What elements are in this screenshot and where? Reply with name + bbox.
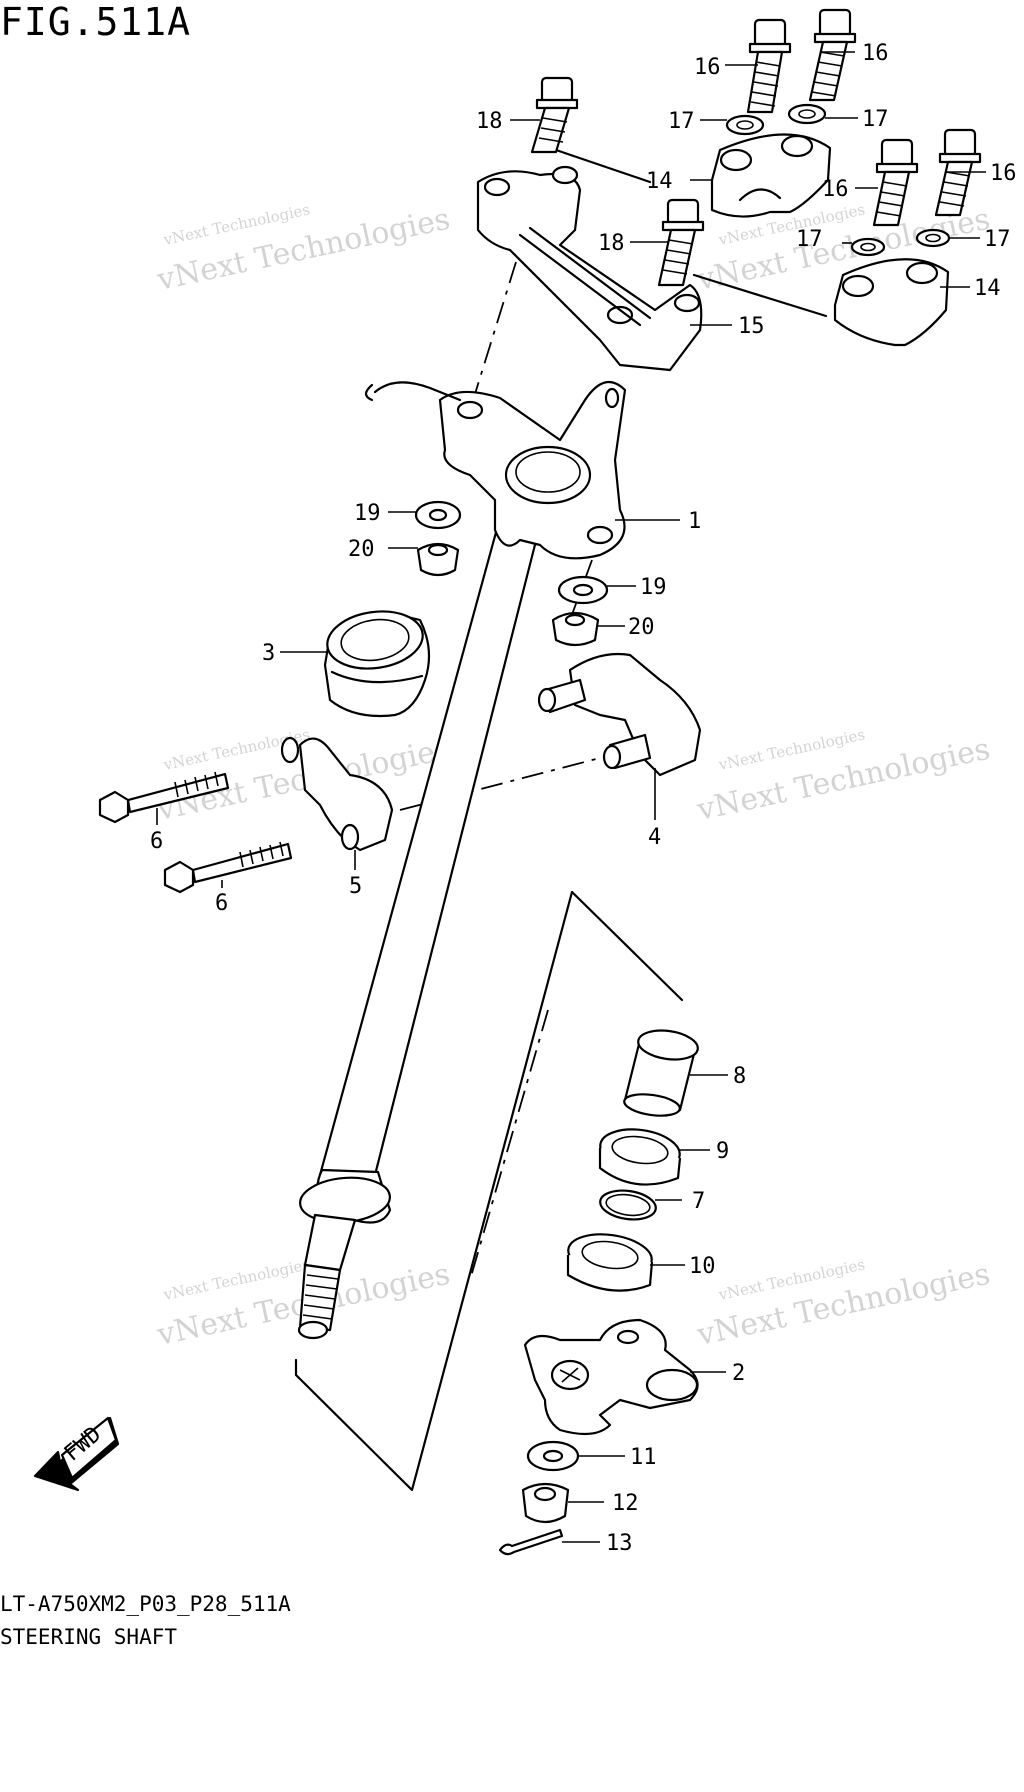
callout-16: 16 — [694, 55, 721, 80]
forward-direction-arrow: FWD — [33, 1416, 120, 1492]
callout-19: 19 — [354, 501, 381, 526]
callout-17: 17 — [862, 107, 889, 132]
model-code: LT-A750XM2_P03_P28_511A — [0, 1592, 291, 1616]
callout-3: 3 — [262, 641, 275, 666]
nut-12 — [521, 1482, 570, 1524]
watermark-group: vNext Technologies vNext Technologies vN… — [153, 200, 993, 1353]
callout-17: 17 — [668, 109, 695, 134]
bolt-18-b — [657, 198, 705, 287]
callout-6: 6 — [150, 829, 163, 854]
callout-8: 8 — [733, 1064, 746, 1089]
bolt-16-c — [872, 138, 919, 227]
callout-5: 5 — [349, 874, 362, 899]
bolt-6-a — [98, 771, 230, 824]
callout-11: 11 — [630, 1445, 657, 1470]
leader-lines — [156, 51, 986, 1543]
bolt-6-b — [163, 841, 293, 894]
callout-16: 16 — [990, 161, 1017, 186]
callout-18: 18 — [598, 231, 625, 256]
callout-17: 17 — [984, 227, 1011, 252]
handlebar-clamp-15 — [476, 165, 703, 372]
callout-19: 19 — [640, 575, 667, 600]
callout-15: 15 — [738, 314, 765, 339]
callout-9: 9 — [716, 1139, 729, 1164]
handlebar-holder-14-a — [710, 133, 832, 218]
seal-9 — [598, 1128, 682, 1186]
seal-10 — [566, 1233, 654, 1292]
callout-16: 16 — [862, 41, 889, 66]
callout-6: 6 — [215, 891, 228, 916]
bolt-18-a — [530, 76, 579, 154]
washer-19-b — [557, 575, 609, 605]
steering-arm-2 — [523, 1318, 699, 1436]
callout-1: 1 — [688, 509, 701, 534]
callout-16: 16 — [822, 177, 849, 202]
callout-10: 10 — [689, 1254, 716, 1279]
assembly-lines — [294, 148, 828, 1492]
bolt-16-d — [934, 128, 982, 217]
bushing-8 — [623, 1029, 699, 1117]
steering-shaft — [297, 523, 542, 1340]
steering-shaft-holder-5 — [280, 736, 394, 852]
steering-shaft-bushing-3 — [323, 610, 431, 718]
callout-labels: 16 16 16 16 17 17 17 17 18 18 14 14 15 1… — [150, 41, 1017, 1556]
nut-20-b — [551, 611, 600, 647]
callout-7: 7 — [692, 1189, 705, 1214]
bolt-16-b — [808, 8, 857, 102]
diagram-name: STEERING SHAFT — [0, 1625, 178, 1649]
washer-17 — [725, 103, 951, 257]
callout-20: 20 — [628, 615, 655, 640]
callout-13: 13 — [606, 1531, 633, 1556]
steering-shaft-upper-bracket-1 — [364, 380, 627, 560]
callout-2: 2 — [732, 1361, 745, 1386]
callout-4: 4 — [648, 825, 661, 850]
bolt-16-a — [746, 18, 792, 114]
callout-17: 17 — [796, 227, 823, 252]
nut-20-a — [416, 542, 460, 577]
callout-12: 12 — [612, 1491, 639, 1516]
callout-20: 20 — [348, 537, 375, 562]
steering-shaft-holder-4 — [537, 652, 702, 777]
washer-11 — [526, 1440, 580, 1472]
handlebar-holder-14-b — [833, 258, 950, 347]
callout-14: 14 — [646, 169, 673, 194]
callout-14: 14 — [974, 276, 1001, 301]
callout-18: 18 — [476, 109, 503, 134]
washer-19-a — [414, 500, 462, 530]
cotter-pin-13 — [498, 1528, 564, 1556]
figure-title: FIG.511A — [0, 0, 192, 44]
o-ring-7 — [599, 1189, 657, 1221]
